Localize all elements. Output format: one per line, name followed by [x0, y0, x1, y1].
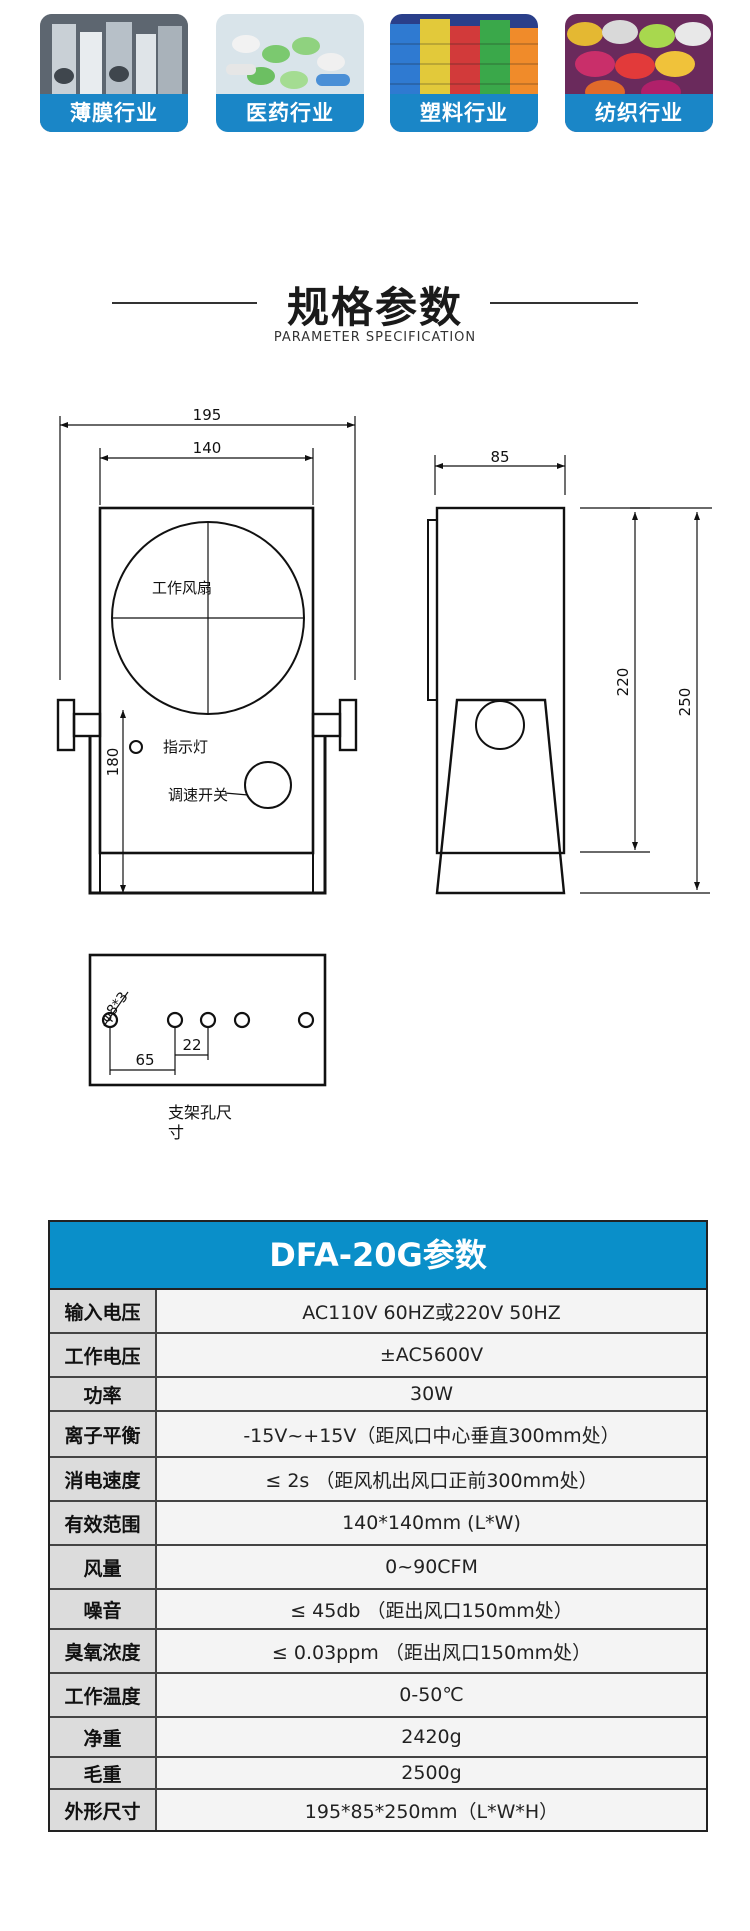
- heading-divider-left: [112, 302, 257, 304]
- dim-height-250: 250: [676, 688, 694, 717]
- table-row: 风量 0~90CFM: [50, 1546, 706, 1590]
- row-label: 功率: [50, 1378, 157, 1410]
- row-value: ≤ 2s （距风机出风口正前300mm处）: [157, 1458, 706, 1500]
- spec-heading: 规格参数 PARAMETER SPECIFICATION: [0, 268, 750, 348]
- table-row: 臭氧浓度 ≤ 0.03ppm （距出风口150mm处）: [50, 1630, 706, 1674]
- indicator-label: 指示灯: [163, 738, 208, 756]
- row-value: -15V~+15V（距风口中心垂直300mm处）: [157, 1412, 706, 1456]
- row-value: 30W: [157, 1378, 706, 1410]
- fan-label: 工作风扇: [152, 579, 212, 597]
- parameter-table: DFA-20G参数 输入电压 AC110V 60HZ或220V 50HZ 工作电…: [48, 1220, 708, 1832]
- technical-drawing: 195 140 85 180 220 250 65 22 φ8*3 工作风扇 指…: [0, 400, 750, 1180]
- industry-label: 薄膜行业: [40, 94, 188, 132]
- dim-width-overall: 195: [193, 406, 222, 424]
- film-rolls-image: [40, 14, 188, 132]
- dimension-drawing: 195 140 85 180 220 250 65 22 φ8*3 工作风扇 指…: [56, 406, 712, 1142]
- bracket-label-line2: 寸: [168, 1123, 184, 1142]
- speed-switch-label: 调速开关: [168, 786, 228, 804]
- row-label: 噪音: [50, 1590, 157, 1628]
- heading-divider-right: [490, 302, 638, 304]
- row-label: 工作温度: [50, 1674, 157, 1716]
- row-value: 0~90CFM: [157, 1546, 706, 1588]
- row-label: 消电速度: [50, 1458, 157, 1500]
- dim-height-220: 220: [614, 668, 632, 697]
- table-row: 噪音 ≤ 45db （距出风口150mm处）: [50, 1590, 706, 1630]
- dim-height-body: 180: [104, 748, 122, 777]
- row-value: 195*85*250mm（L*W*H）: [157, 1790, 706, 1830]
- table-title: DFA-20G参数: [50, 1222, 706, 1290]
- section-subtitle: PARAMETER SPECIFICATION: [273, 330, 477, 345]
- row-label: 毛重: [50, 1758, 157, 1788]
- row-label: 风量: [50, 1546, 157, 1588]
- row-label: 工作电压: [50, 1334, 157, 1376]
- industry-card-film[interactable]: 薄膜行业: [40, 14, 188, 132]
- industry-cards: 薄膜行业 医药行业 塑料行业: [0, 14, 750, 134]
- table-row: 功率 30W: [50, 1378, 706, 1412]
- dim-depth: 85: [490, 448, 509, 466]
- table-row: 毛重 2500g: [50, 1758, 706, 1790]
- row-label: 输入电压: [50, 1290, 157, 1332]
- table-row: 有效范围 140*140mm (L*W): [50, 1502, 706, 1546]
- row-value: 2420g: [157, 1718, 706, 1756]
- row-label: 离子平衡: [50, 1412, 157, 1456]
- row-label: 有效范围: [50, 1502, 157, 1544]
- table-row: 外形尺寸 195*85*250mm（L*W*H）: [50, 1790, 706, 1830]
- table-row: 净重 2420g: [50, 1718, 706, 1758]
- dim-hole-spacing-65: 65: [135, 1051, 154, 1069]
- industry-label: 纺织行业: [565, 94, 713, 132]
- row-value: 2500g: [157, 1758, 706, 1788]
- industry-label: 塑料行业: [390, 94, 538, 132]
- row-value: AC110V 60HZ或220V 50HZ: [157, 1290, 706, 1332]
- row-label: 外形尺寸: [50, 1790, 157, 1830]
- table-row: 工作温度 0-50℃: [50, 1674, 706, 1718]
- row-label: 净重: [50, 1718, 157, 1756]
- row-label: 臭氧浓度: [50, 1630, 157, 1672]
- section-title: 规格参数: [286, 283, 463, 332]
- row-value: ≤ 45db （距出风口150mm处）: [157, 1590, 706, 1628]
- row-value: 0-50℃: [157, 1674, 706, 1716]
- industry-card-plastic[interactable]: 塑料行业: [390, 14, 538, 132]
- industry-card-textile[interactable]: 纺织行业: [565, 14, 713, 132]
- table-row: 消电速度 ≤ 2s （距风机出风口正前300mm处）: [50, 1458, 706, 1502]
- row-value: 140*140mm (L*W): [157, 1502, 706, 1544]
- row-value: ≤ 0.03ppm （距出风口150mm处）: [157, 1630, 706, 1672]
- bracket-label-line1: 支架孔尺: [168, 1103, 232, 1122]
- table-row: 离子平衡 -15V~+15V（距风口中心垂直300mm处）: [50, 1412, 706, 1458]
- row-value: ±AC5600V: [157, 1334, 706, 1376]
- dim-width-body: 140: [193, 439, 222, 457]
- table-row: 输入电压 AC110V 60HZ或220V 50HZ: [50, 1290, 706, 1334]
- industry-label: 医药行业: [216, 94, 364, 132]
- industry-card-pharma[interactable]: 医药行业: [216, 14, 364, 132]
- dim-hole-spacing-22: 22: [182, 1036, 201, 1054]
- table-row: 工作电压 ±AC5600V: [50, 1334, 706, 1378]
